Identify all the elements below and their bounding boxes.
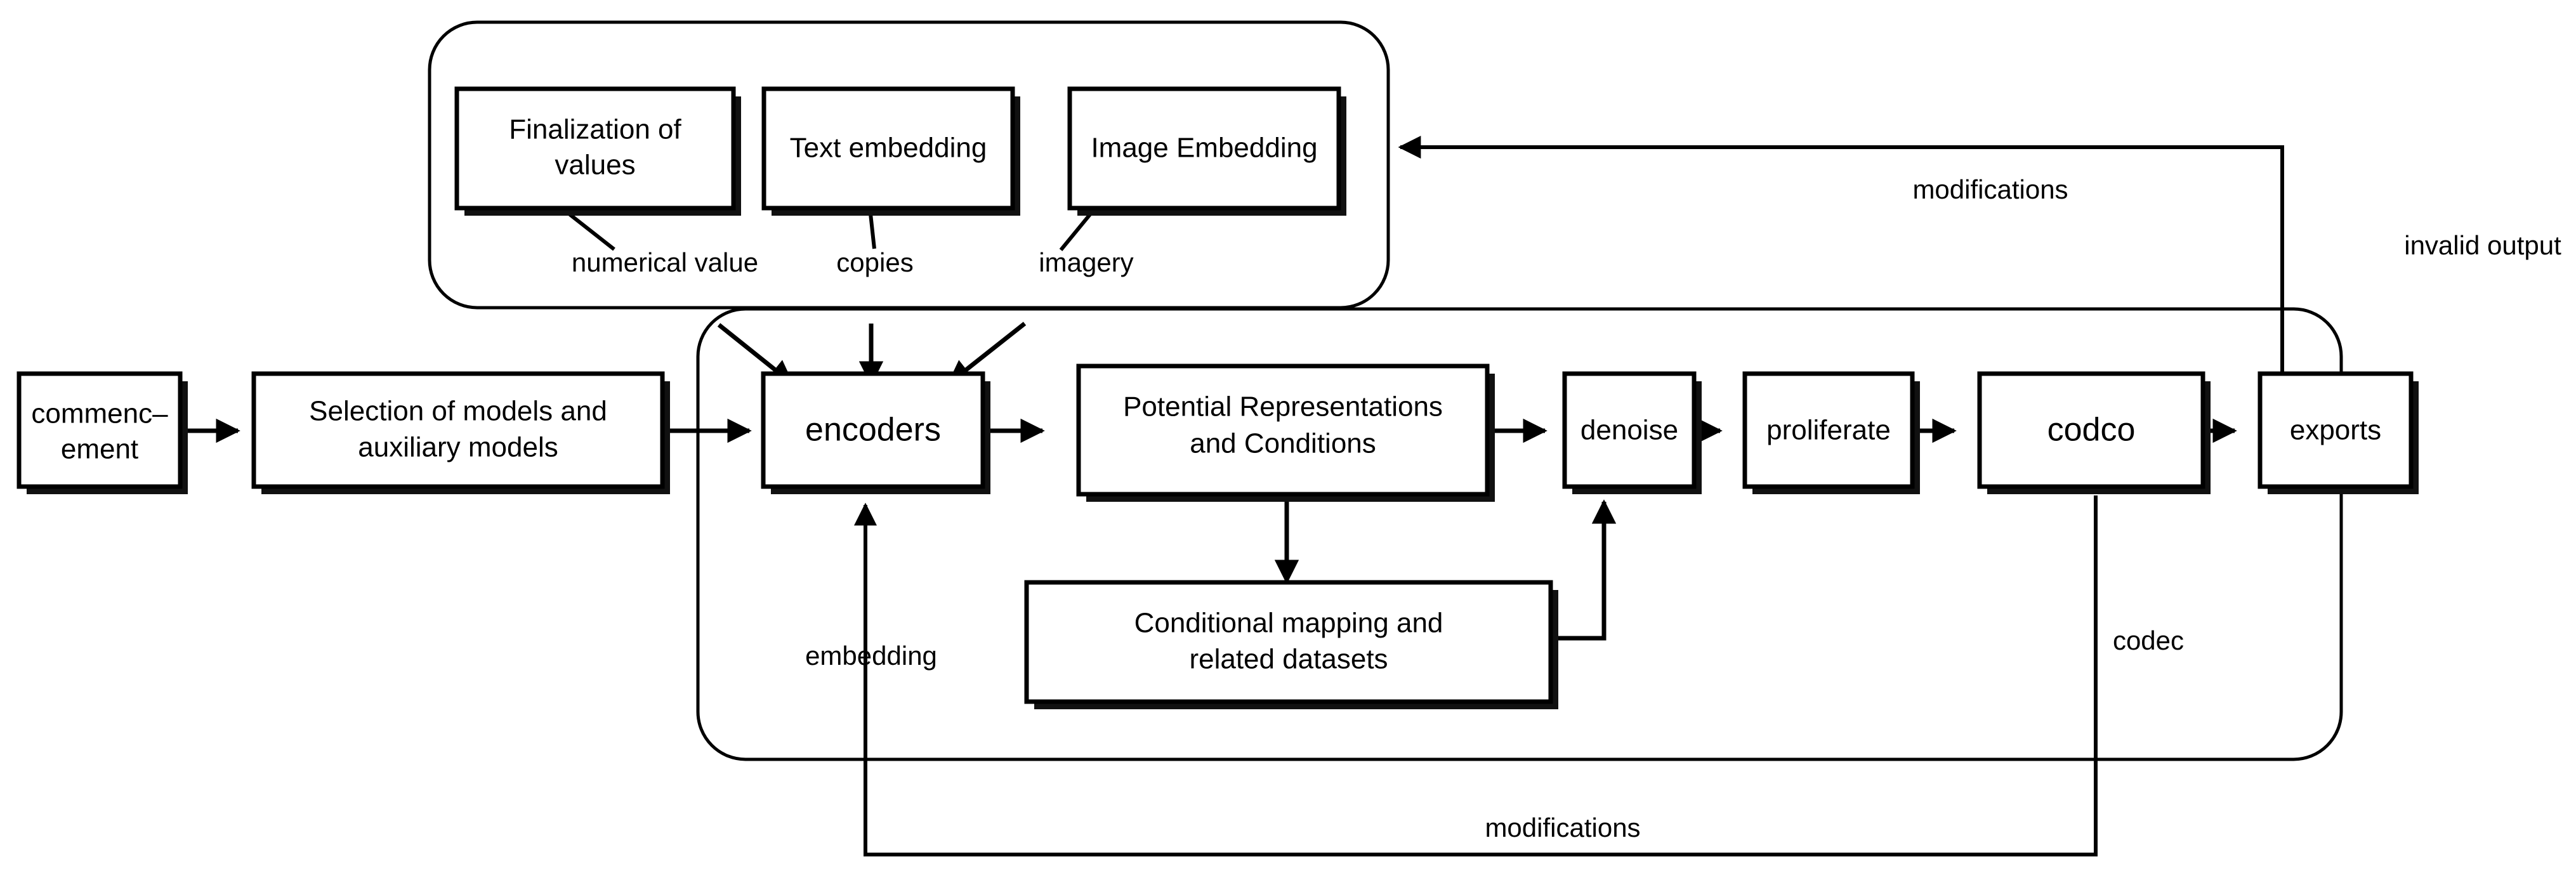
node-latent-label-line2: and Conditions: [1190, 428, 1376, 459]
node-model-selection[interactable]: Selection of models and auxiliary models: [251, 371, 670, 494]
edge-label-embedding: embedding: [805, 641, 937, 671]
node-image-embedding[interactable]: Image Embedding: [1067, 86, 1346, 216]
leader-finalization-to-numerical-value: [568, 213, 615, 251]
node-exports[interactable]: exports: [2257, 371, 2419, 494]
node-model-selection-label-line1: Selection of models and: [309, 396, 607, 427]
node-model-selection-label-line2: auxiliary models: [358, 432, 558, 463]
leader-text-embedding-to-copies: [869, 213, 876, 249]
pipeline-group: [696, 307, 2343, 761]
edge-label-numerical-value: numerical value: [572, 247, 758, 277]
node-finalization-label-line1: Finalization of: [509, 114, 681, 145]
node-conditional-mapping-label-line1: Conditional mapping and: [1134, 608, 1443, 639]
edge-invalid-output-feedback: [1398, 136, 2284, 386]
node-exports-label: exports: [2290, 415, 2381, 446]
edge-label-modifications-bottom: modifications: [1485, 813, 1640, 842]
edge-label-invalid-output: invalid output: [2404, 230, 2561, 260]
edge-conditional-mapping-to-denoise: [1549, 499, 1617, 641]
node-denoise-label: denoise: [1580, 415, 1678, 446]
edge-label-imagery: imagery: [1039, 247, 1133, 277]
node-codco-label: codco: [2047, 412, 2136, 449]
node-latent[interactable]: Potential Representations and Conditions: [1076, 364, 1495, 502]
edge-modifications-feedback: [854, 495, 2098, 856]
node-conditional-mapping[interactable]: Conditional mapping and related datasets: [1024, 580, 1558, 709]
node-proliferate[interactable]: proliferate: [1742, 371, 1920, 494]
leader-image-embedding-to-imagery: [1059, 213, 1092, 251]
node-commencement-label-line1: commenc–: [31, 398, 168, 429]
node-conditional-mapping-label-line2: related datasets: [1189, 644, 1388, 675]
node-proliferate-label: proliferate: [1766, 415, 1891, 446]
node-text-embedding[interactable]: Text embedding: [761, 86, 1020, 216]
node-latent-label-line1: Potential Representations: [1123, 391, 1443, 423]
node-finalization[interactable]: Finalization of values: [454, 86, 741, 216]
node-finalization-label-line2: values: [555, 150, 635, 181]
node-commencement[interactable]: commenc– ement: [16, 371, 188, 494]
node-codco[interactable]: codco: [1977, 371, 2211, 494]
node-encoders-label: encoders: [805, 412, 941, 449]
node-encoders[interactable]: encoders: [761, 371, 990, 494]
node-text-embedding-label: Text embedding: [790, 133, 987, 164]
node-denoise[interactable]: denoise: [1562, 371, 1702, 494]
node-commencement-label-line2: ement: [61, 434, 138, 465]
edge-label-codec: codec: [2113, 626, 2184, 655]
node-image-embedding-label: Image Embedding: [1091, 133, 1317, 164]
edge-label-copies: copies: [836, 247, 913, 277]
edge-label-modifications-top: modifications: [1912, 174, 2068, 204]
